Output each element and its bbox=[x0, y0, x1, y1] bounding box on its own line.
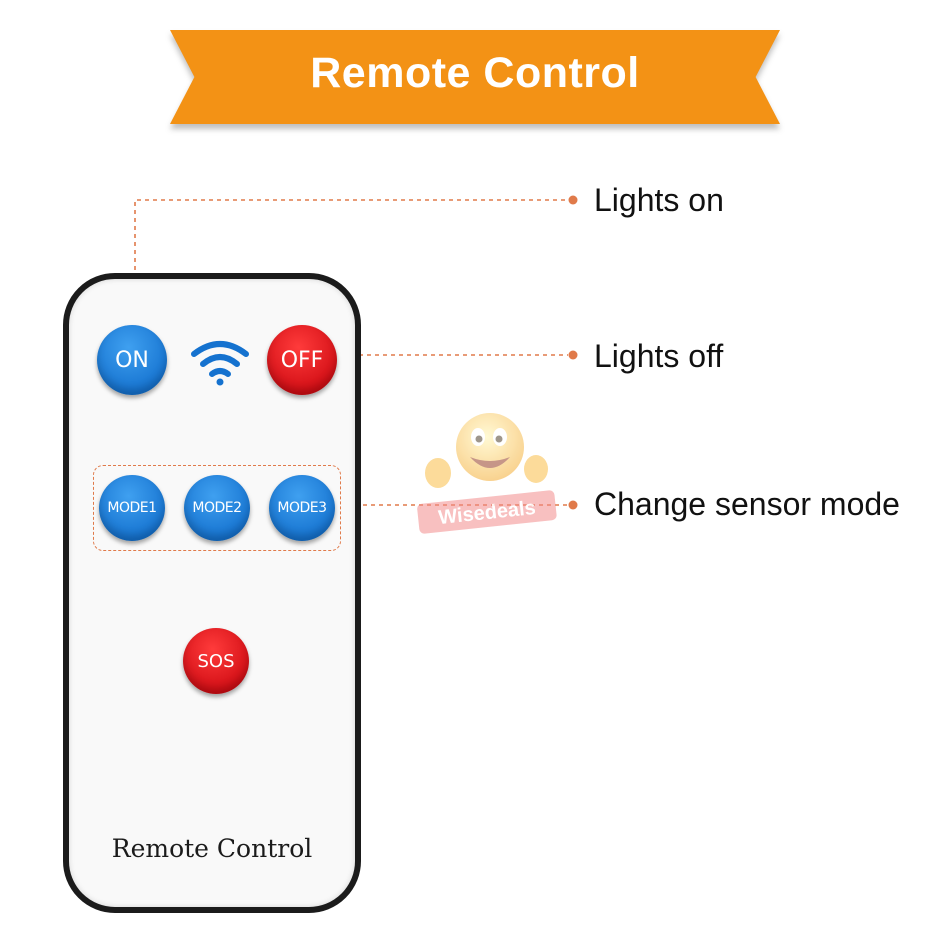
dot-lights-on-end bbox=[568, 195, 578, 205]
on-button-label: ON bbox=[115, 347, 149, 373]
dot-mode-end bbox=[568, 500, 578, 510]
watermark-logo: Wisedeals bbox=[417, 413, 557, 534]
mode2-button-label: MODE2 bbox=[192, 500, 242, 516]
mode3-button[interactable]: MODE3 bbox=[269, 475, 335, 541]
sos-button[interactable]: SOS bbox=[183, 628, 249, 694]
mode1-button-label: MODE1 bbox=[107, 500, 157, 516]
off-button-label: OFF bbox=[280, 347, 324, 373]
callout-change-sensor-mode: Change sensor mode bbox=[594, 486, 900, 522]
mode2-button[interactable]: MODE2 bbox=[184, 475, 250, 541]
banner-title: Remote Control bbox=[310, 49, 640, 97]
callout-lights-on: Lights on bbox=[594, 182, 724, 218]
wifi-icon bbox=[191, 341, 249, 386]
mode1-button[interactable]: MODE1 bbox=[99, 475, 165, 541]
title-banner: Remote Control bbox=[170, 30, 780, 124]
sos-button-label: SOS bbox=[197, 650, 235, 672]
on-button[interactable]: ON bbox=[97, 325, 167, 395]
remote-control-body: ON OFF MODE1 MODE2 MODE3 SOS Remote Cont… bbox=[63, 273, 361, 913]
callout-lights-off: Lights off bbox=[594, 338, 724, 374]
off-button[interactable]: OFF bbox=[267, 325, 337, 395]
smiley-thumbs-up-icon bbox=[425, 413, 548, 488]
mode3-button-label: MODE3 bbox=[277, 500, 327, 516]
dot-lights-off-end bbox=[568, 350, 578, 360]
mode-button-group bbox=[93, 465, 341, 551]
banner-ribbon bbox=[170, 30, 780, 124]
remote-label: Remote Control bbox=[111, 834, 313, 863]
